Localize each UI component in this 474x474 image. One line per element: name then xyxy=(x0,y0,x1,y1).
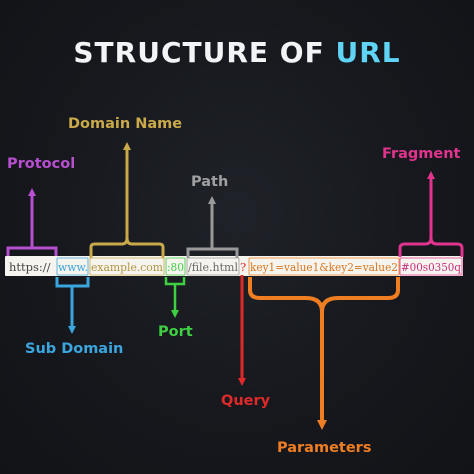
protocol-label: Protocol xyxy=(7,156,76,172)
url-protocol: https:// xyxy=(9,260,51,274)
url-bar xyxy=(5,256,463,276)
title-main: STRUCTURE OF xyxy=(73,36,336,69)
parameters-segment-box xyxy=(248,257,400,276)
url-path: /file.html xyxy=(188,260,238,274)
url-query: ? xyxy=(240,260,246,274)
url-parameters: key1=value1&key2=value2 xyxy=(250,260,398,274)
url-subdomain: www. xyxy=(58,260,88,274)
parameters-label: Parameters xyxy=(277,440,372,456)
parameters-bracket xyxy=(248,277,400,430)
fragment-segment-box xyxy=(399,257,463,276)
query-label: Query xyxy=(221,393,271,409)
title-accent: URL xyxy=(335,36,401,69)
fragment-label: Fragment xyxy=(382,146,461,162)
sub-domain-bracket xyxy=(55,277,90,334)
path-label: Path xyxy=(191,174,229,190)
domain-name-label: Domain Name xyxy=(68,116,183,132)
protocol-bracket xyxy=(6,188,58,256)
path-bracket xyxy=(186,196,239,258)
url-text: https:// www. example.com :80 /file.html… xyxy=(9,260,462,274)
domain-segment-box xyxy=(89,257,165,276)
sub-domain-label: Sub Domain xyxy=(25,341,124,357)
url-domain: example.com xyxy=(91,260,163,274)
port-segment-box xyxy=(165,257,186,276)
port-bracket xyxy=(164,277,186,318)
fragment-bracket xyxy=(398,171,464,257)
url-fragment: #00s0350q xyxy=(401,260,462,274)
port-label: Port xyxy=(158,324,193,340)
page-title: STRUCTURE OF URL xyxy=(0,36,474,69)
domain-name-bracket xyxy=(89,142,165,258)
path-segment-box xyxy=(186,257,240,276)
url-port: :80 xyxy=(167,260,184,274)
subdomain-segment-box xyxy=(56,257,89,276)
